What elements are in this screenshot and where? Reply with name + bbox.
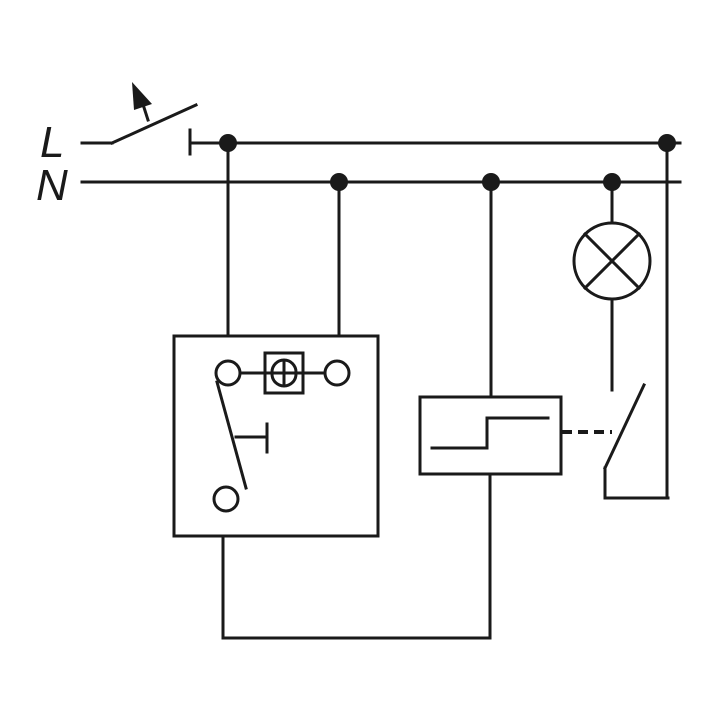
push-button-icon (172, 334, 380, 538)
lamp-icon (572, 221, 652, 301)
relay-coil-icon (418, 395, 563, 476)
manual-switch-icon (80, 82, 198, 156)
line-label: L (40, 118, 64, 167)
relay-contact-icon (603, 383, 670, 500)
neutral-label: N (36, 161, 68, 210)
